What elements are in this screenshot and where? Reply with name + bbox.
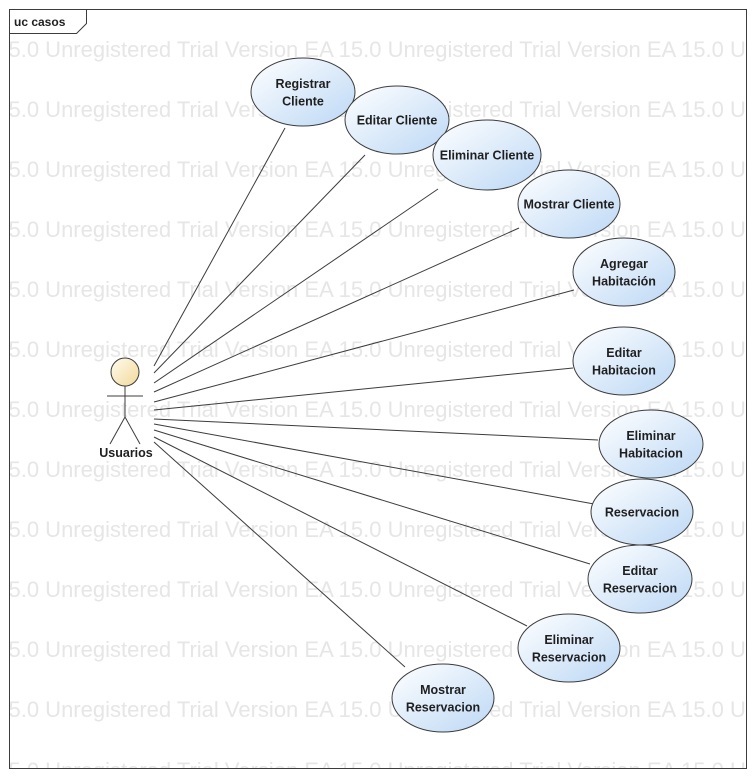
- use-case-ellipse: [572, 237, 676, 307]
- actor-left-leg: [109, 416, 126, 445]
- use-case-label: Editar Cliente: [357, 114, 438, 128]
- association-eliminar-cliente: [153, 188, 439, 384]
- use-case-ellipse: [517, 613, 621, 683]
- use-case-label: Editar: [622, 564, 658, 578]
- use-case-ellipse: [587, 544, 693, 614]
- use-case-label: Reservacion: [603, 581, 677, 595]
- association-reservacion: [153, 423, 595, 505]
- use-case-label: Agregar: [600, 257, 648, 271]
- actor-head: [110, 357, 140, 387]
- actor-label: Usuarios: [99, 446, 153, 460]
- watermark-text: EA 15.0 Unregistered Trial Version EA 15…: [0, 758, 755, 776]
- watermark-text: EA 15.0 Unregistered Trial Version EA 15…: [0, 637, 755, 662]
- association-registrar-cliente: [153, 127, 286, 367]
- use-case-mostrar-cliente[interactable]: Mostrar Cliente: [517, 169, 621, 239]
- use-case-label: Cliente: [282, 94, 324, 108]
- use-case-label: Habitacion: [619, 446, 683, 460]
- use-case-ellipse: [391, 663, 495, 733]
- use-case-label: Habitación: [592, 274, 656, 288]
- frame-title: uc casos: [14, 15, 66, 29]
- association-agregar-habitacion: [153, 289, 575, 403]
- use-case-ellipse: [250, 57, 356, 127]
- use-case-eliminar-cliente[interactable]: Eliminar Cliente: [432, 119, 542, 191]
- use-case-editar-cliente[interactable]: Editar Cliente: [344, 85, 450, 155]
- association-editar-reservacion: [153, 429, 591, 565]
- use-case-label: Habitacion: [592, 363, 656, 377]
- use-case-label: Editar: [606, 346, 642, 360]
- association-eliminar-habitacion: [153, 418, 599, 441]
- association-editar-cliente: [153, 154, 366, 374]
- use-case-label: Mostrar: [420, 683, 466, 697]
- association-editar-habitacion: [153, 367, 574, 411]
- association-eliminar-reservacion: [153, 436, 528, 627]
- associations: [153, 127, 599, 668]
- use-case-ellipse: [517, 169, 621, 239]
- diagram-frame: [9, 9, 747, 769]
- use-case-label: Eliminar: [544, 633, 593, 647]
- use-case-label: Registrar: [276, 77, 331, 91]
- use-case-label: Mostrar Cliente: [524, 198, 615, 212]
- use-case-label: Eliminar Cliente: [440, 149, 535, 163]
- use-case-ellipse: [572, 326, 676, 396]
- actor-usuarios[interactable]: Usuarios: [99, 357, 153, 460]
- frame-title-tab: [9, 9, 87, 34]
- use-case-ellipse: [344, 85, 450, 155]
- watermark-text: EA 15.0 Unregistered Trial Version EA 15…: [0, 157, 755, 182]
- watermark-text: EA 15.0 Unregistered Trial Version EA 15…: [0, 37, 755, 62]
- use-case-label: Reservacion: [605, 506, 679, 520]
- use-case-reservacion[interactable]: Reservacion: [590, 478, 694, 546]
- actor-right-leg: [124, 416, 141, 445]
- association-mostrar-reservacion: [153, 441, 406, 668]
- watermark-text: EA 15.0 Unregistered Trial Version EA 15…: [0, 217, 755, 242]
- use-case-label: Reservacion: [532, 650, 606, 664]
- watermark-text: EA 15.0 Unregistered Trial Version EA 15…: [0, 697, 755, 722]
- use-case-ellipse: [432, 119, 542, 191]
- association-mostrar-cliente: [153, 227, 520, 393]
- use-case-ellipse: [598, 409, 704, 479]
- use-case-label: Eliminar: [626, 429, 675, 443]
- use-case-label: Reservacion: [406, 700, 480, 714]
